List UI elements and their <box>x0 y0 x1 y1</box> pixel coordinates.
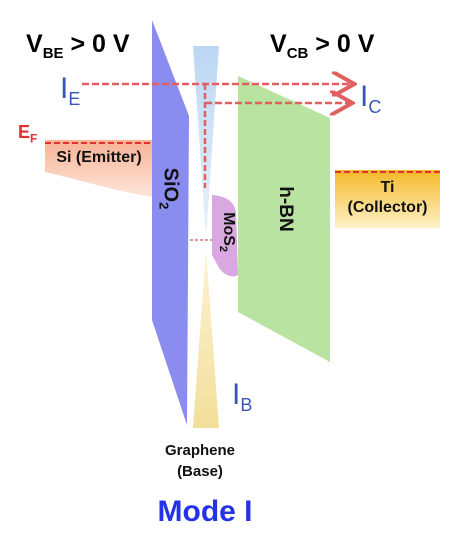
mos2-layer <box>212 195 238 277</box>
base-label: Graphene (Base) <box>140 440 260 482</box>
sio2-label: SiO2 <box>156 167 182 210</box>
collector-region <box>335 170 440 228</box>
emitter-current-label: IE <box>60 72 81 109</box>
collector-label-line2: (Collector) <box>347 199 428 216</box>
hbn-label: h-BN <box>275 186 296 232</box>
base-current-label: IB <box>232 378 253 415</box>
mos2-label: MoS2 <box>216 212 238 253</box>
vcb-label: VCB > 0 V <box>270 30 375 62</box>
sio2-barrier <box>152 20 189 425</box>
collector-label-line1: Ti <box>380 179 395 196</box>
hbn-barrier <box>238 76 330 362</box>
mode-label: Mode I <box>157 495 253 528</box>
base-label-line1: Graphene <box>164 442 236 459</box>
fermi-level-label: EF <box>18 122 38 146</box>
graphene-bottom-cone <box>193 250 219 428</box>
base-label-line2: (Base) <box>177 463 223 480</box>
vbe-label: VBE > 0 V <box>26 30 130 62</box>
emitter-label: Si (Emitter) <box>56 149 142 166</box>
emitter-region <box>45 140 152 197</box>
collector-current-label: IC <box>360 80 382 117</box>
collector-label: Ti (Collector) <box>335 178 440 218</box>
